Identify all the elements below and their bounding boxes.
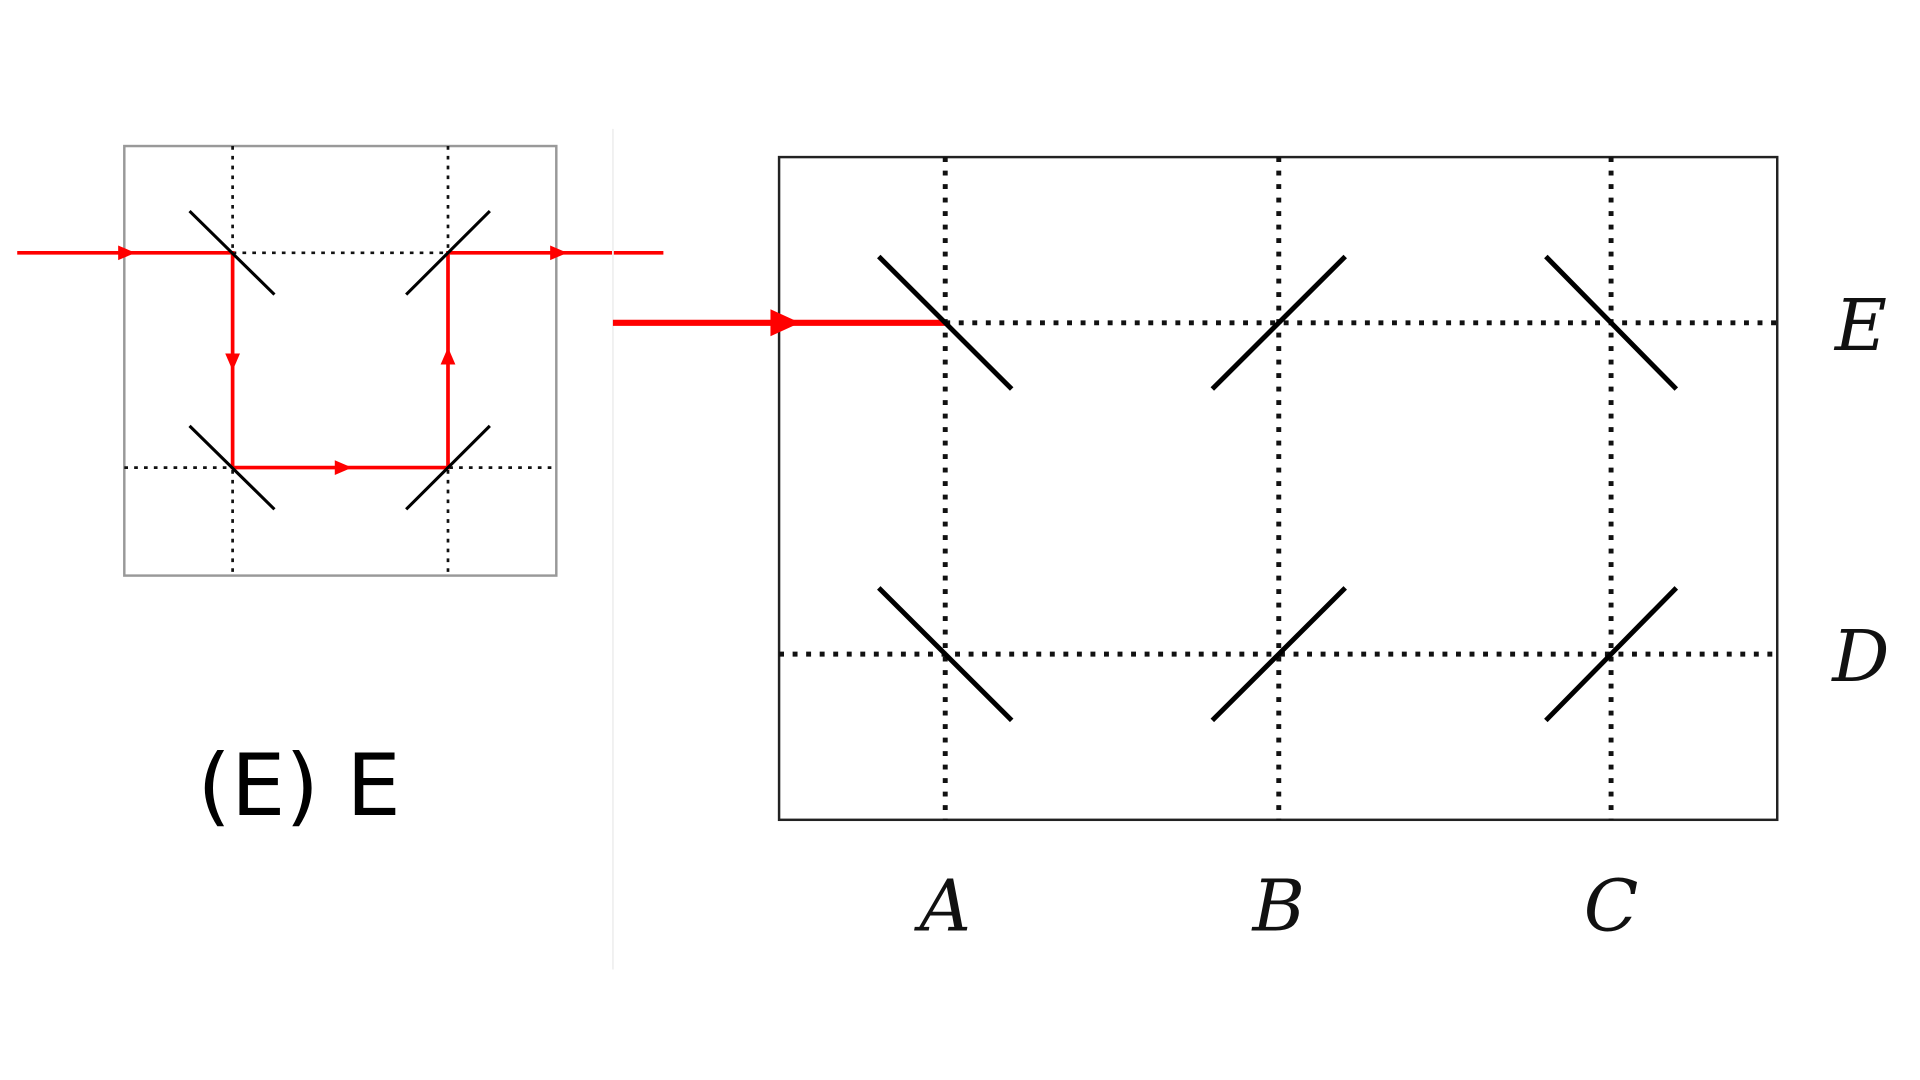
mirror-ce: [1544, 254, 1679, 391]
mirror-ad: [877, 586, 1014, 723]
main-grid-diagram: E D A B C: [612, 155, 1890, 947]
mirror-cd: [1544, 586, 1679, 723]
mirror-bd: [1210, 586, 1347, 723]
arrow-right-icon: [550, 245, 568, 261]
column-label-a: A: [913, 864, 971, 947]
arrow-right-icon: [334, 460, 352, 475]
column-label-b: B: [1251, 864, 1305, 947]
option-frame: [123, 144, 558, 577]
arrow-down-icon: [225, 353, 240, 371]
option-e-diagram: (E) E: [17, 144, 664, 836]
row-label-d: D: [1830, 615, 1889, 698]
option-label: (E) E: [197, 736, 400, 836]
mirror-ae: [877, 254, 1014, 391]
mirror: [405, 210, 491, 296]
mirror: [405, 424, 491, 511]
mirror-be: [1210, 254, 1347, 391]
beam-path: [17, 250, 664, 470]
arrow-up-icon: [440, 347, 456, 365]
mirror: [188, 424, 276, 511]
column-label-c: C: [1584, 864, 1639, 947]
arrow-right-icon: [118, 245, 136, 261]
row-label-e: E: [1833, 284, 1887, 367]
mirror: [188, 209, 276, 296]
arrow-right-icon: [770, 309, 800, 337]
